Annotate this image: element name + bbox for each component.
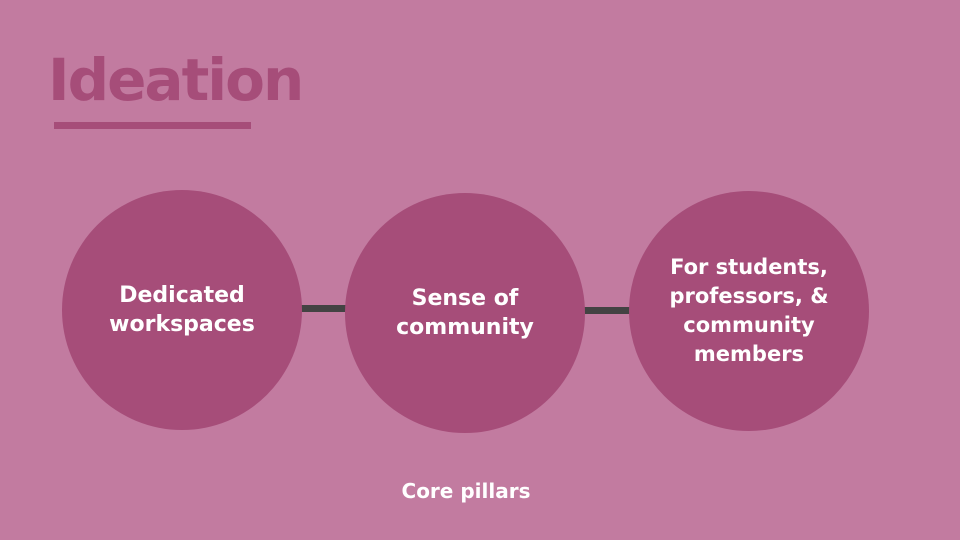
title-underline (54, 122, 251, 129)
pillar-circle-sense-of-community: Sense of community (345, 193, 585, 433)
diagram-caption: Core pillars (401, 479, 531, 503)
pillar-circle-dedicated-workspaces: Dedicated workspaces (62, 190, 302, 430)
pillar-circle-audience: For students, professors, & community me… (629, 191, 869, 431)
pillar-label: Sense of community (396, 286, 534, 340)
pillar-label: For students, professors, & community me… (669, 255, 829, 366)
pillar-label: Dedicated workspaces (109, 283, 255, 337)
slide-title: Ideation (48, 46, 304, 114)
connector-line-2 (583, 307, 631, 314)
connector-line-1 (300, 305, 348, 312)
